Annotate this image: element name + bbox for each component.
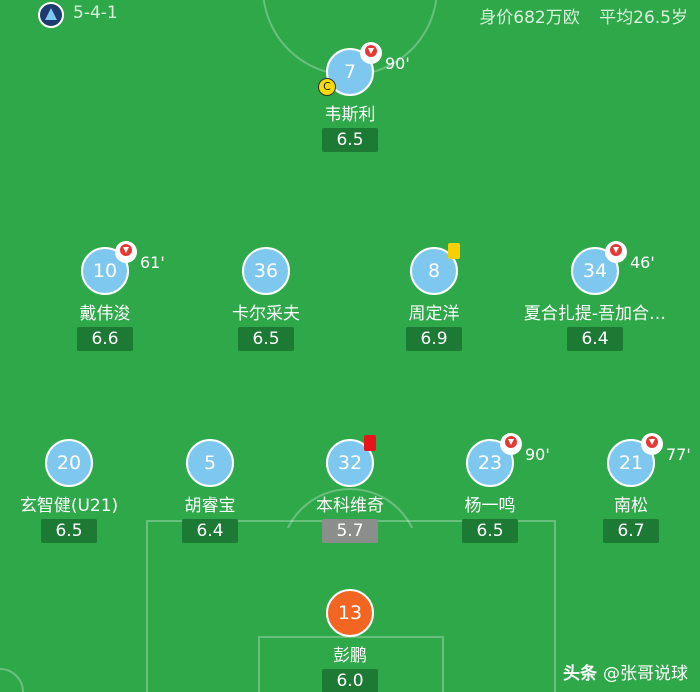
player-rating: 5.7 xyxy=(322,519,378,543)
player-number-badge: 36 xyxy=(242,247,290,295)
substitution-out-icon xyxy=(605,241,627,263)
team-logo-icon xyxy=(38,2,64,28)
player-number-badge: 10 61' xyxy=(81,241,165,295)
player-rating: 6.0 xyxy=(322,669,378,692)
player-rating: 6.5 xyxy=(238,327,294,351)
yellow-card-icon xyxy=(448,243,460,259)
player-daiweijun[interactable]: 10 61' 戴伟浚 6.6 xyxy=(25,241,185,351)
player-name: 夏合扎提-吾加合… xyxy=(523,304,667,324)
player-rating: 6.4 xyxy=(182,519,238,543)
substitution-out-icon xyxy=(360,42,382,64)
player-name: 胡睿宝 xyxy=(184,496,236,516)
player-name: 周定洋 xyxy=(408,304,460,324)
substitution-out-icon xyxy=(500,433,522,455)
watermark: 头条 @张哥说球 xyxy=(563,659,688,684)
player-zhoudingyang[interactable]: 8 周定洋 6.9 xyxy=(354,243,514,351)
player-number-badge: 23 90' xyxy=(466,433,550,487)
player-name: 南松 xyxy=(614,496,648,516)
player-benkeweiqi[interactable]: 32 本科维奇 5.7 xyxy=(270,435,430,543)
player-number-badge: 20 xyxy=(45,439,93,487)
substitution-minute: 61' xyxy=(140,253,165,272)
corner-arc xyxy=(0,668,24,692)
player-rating: 6.5 xyxy=(41,519,97,543)
player-name: 戴伟浚 xyxy=(79,304,131,324)
captain-icon: C xyxy=(318,78,336,96)
team-stats: 身价682万欧 平均26.5岁 xyxy=(465,3,688,28)
player-number-badge: 34 46' xyxy=(571,241,655,295)
player-kaercaifu[interactable]: 36 卡尔采夫 6.5 xyxy=(186,247,346,351)
player-pengpeng[interactable]: 13 彭鹏 6.0 xyxy=(270,589,430,692)
player-name: 杨一鸣 xyxy=(464,496,516,516)
watermark-author: @张哥说球 xyxy=(603,664,688,684)
player-number-badge: 7 90' C xyxy=(318,42,410,96)
player-xuanzhijian[interactable]: 20 玄智健(U21) 6.5 xyxy=(0,439,149,543)
formation-label: 5-4-1 xyxy=(73,3,118,23)
substitution-minute: 90' xyxy=(525,445,550,464)
player-name: 卡尔采夫 xyxy=(232,304,300,324)
substitution-minute: 90' xyxy=(385,54,410,73)
player-nansong[interactable]: 21 77' 南松 6.7 xyxy=(551,433,700,543)
player-rating: 6.4 xyxy=(567,327,623,351)
goal-box xyxy=(258,636,444,692)
player-number-badge: 8 xyxy=(410,243,460,295)
player-rating: 6.5 xyxy=(322,128,378,152)
player-number-badge: 13 xyxy=(326,589,374,637)
player-xiahe[interactable]: 34 46' 夏合扎提-吾加合… 6.4 xyxy=(515,241,675,351)
player-number-badge: 32 xyxy=(326,435,376,487)
substitution-out-icon xyxy=(115,241,137,263)
player-weisili[interactable]: 7 90' C 韦斯利 6.5 xyxy=(270,42,430,152)
market-value: 身价682万欧 xyxy=(479,8,580,28)
substitution-minute: 46' xyxy=(630,253,655,272)
lineup-header: 5-4-1 身价682万欧 平均26.5岁 xyxy=(0,0,700,30)
watermark-brand: 头条 xyxy=(563,664,597,684)
player-number-badge: 5 xyxy=(186,439,234,487)
player-name: 彭鹏 xyxy=(333,646,367,666)
substitution-out-icon xyxy=(641,433,663,455)
player-number-badge: 21 77' xyxy=(607,433,691,487)
player-name: 玄智健(U21) xyxy=(19,496,119,516)
player-huruibao[interactable]: 5 胡睿宝 6.4 xyxy=(130,439,290,543)
player-rating: 6.6 xyxy=(77,327,133,351)
average-age: 平均26.5岁 xyxy=(599,8,688,28)
player-rating: 6.7 xyxy=(603,519,659,543)
player-name: 本科维奇 xyxy=(316,496,384,516)
player-rating: 6.9 xyxy=(406,327,462,351)
player-yangyiming[interactable]: 23 90' 杨一鸣 6.5 xyxy=(410,433,570,543)
player-rating: 6.5 xyxy=(462,519,518,543)
player-name: 韦斯利 xyxy=(324,105,376,125)
substitution-minute: 77' xyxy=(666,445,691,464)
red-card-icon xyxy=(364,435,376,451)
